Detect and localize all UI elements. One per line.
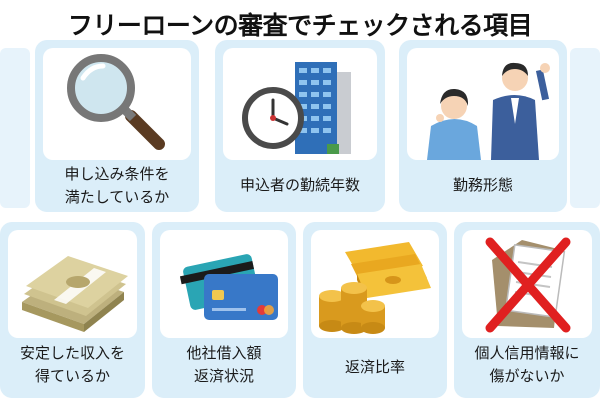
illustration-panel bbox=[407, 48, 559, 160]
illustration-panel bbox=[311, 230, 439, 338]
clock-and-office-building-icon bbox=[242, 62, 351, 154]
check-item-label: 個人信用情報に 傷がないか bbox=[474, 344, 580, 385]
check-item-label: 返済比率 bbox=[344, 358, 405, 376]
check-item-card: 個人信用情報に 傷がないか bbox=[454, 222, 600, 398]
check-item-card: 申し込み条件を 満たしているか bbox=[35, 40, 199, 212]
background-tile bbox=[0, 48, 30, 208]
check-item-card: 勤務形態 bbox=[399, 40, 567, 212]
gold-coins-and-bills-icon bbox=[319, 242, 431, 334]
illustration-panel bbox=[43, 48, 191, 160]
check-item-label: 他社借入額 返済状況 bbox=[186, 344, 262, 385]
illustration-panel bbox=[462, 230, 592, 338]
illustration-panel bbox=[8, 230, 137, 338]
check-item-card: 他社借入額 返済状況 bbox=[152, 222, 296, 398]
check-item-label: 申込者の勤続年数 bbox=[239, 176, 360, 194]
magnifying-glass-icon bbox=[67, 54, 165, 150]
crossed-out-documents-icon bbox=[485, 237, 571, 333]
check-item-label: 安定した収入を 得ているか bbox=[19, 344, 125, 385]
credit-cards-icon bbox=[179, 254, 278, 320]
check-item-card: 安定した収入を 得ているか bbox=[0, 222, 145, 398]
check-item-card: 申込者の勤続年数 bbox=[215, 40, 385, 212]
check-item-label: 申し込み条件を 満たしているか bbox=[64, 165, 170, 206]
illustration-panel bbox=[223, 48, 377, 160]
background-tile bbox=[570, 48, 600, 208]
business-people-icon bbox=[427, 62, 550, 160]
money-bundle-icon bbox=[22, 256, 128, 332]
illustration-panel bbox=[160, 230, 288, 338]
check-item-label: 勤務形態 bbox=[452, 176, 513, 194]
page-title: フリーローンの審査でチェックされる項目 bbox=[67, 11, 533, 40]
check-item-card: 返済比率 bbox=[303, 222, 447, 398]
